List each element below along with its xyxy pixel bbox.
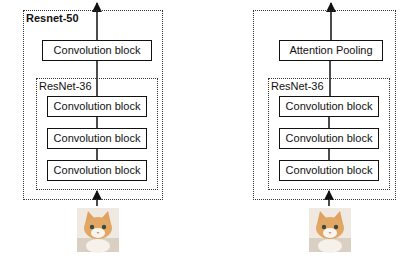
output-arrow	[96, 3, 98, 40]
process-box: Convolution block	[42, 40, 152, 61]
process-box: Convolution block	[47, 96, 147, 117]
block-label: Convolution block	[54, 44, 141, 57]
block-label: Convolution block	[286, 164, 373, 177]
flow-line	[96, 117, 98, 128]
backbone-group: ResNet-36Convolution blockConvolution bl…	[268, 78, 390, 190]
group-label: ResNet-36	[39, 80, 92, 93]
flow-line	[328, 149, 330, 160]
process-box: Convolution block	[279, 96, 379, 117]
block-label: Convolution block	[286, 100, 373, 113]
process-box: Convolution block	[47, 160, 147, 181]
cat-image	[309, 208, 351, 253]
flow-line	[328, 117, 330, 128]
group-label: Resnet-50	[26, 12, 79, 25]
model-group: Resnet-50Convolution blockResNet-36Convo…	[23, 10, 163, 200]
backbone-group: ResNet-36Convolution blockConvolution bl…	[36, 78, 158, 190]
input-arrow	[328, 191, 330, 206]
process-box: Attention Pooling	[279, 40, 383, 61]
model-group: Attention PoolingResNet-36Convolution bl…	[253, 10, 396, 200]
process-box: Convolution block	[279, 128, 379, 149]
process-box: Convolution block	[47, 128, 147, 149]
block-label: Convolution block	[54, 100, 141, 113]
input-arrow	[96, 191, 98, 206]
cat-image	[77, 208, 119, 253]
block-label: Convolution block	[54, 164, 141, 177]
flow-line	[96, 149, 98, 160]
block-label: Attention Pooling	[289, 44, 372, 57]
output-arrow	[330, 3, 332, 40]
block-label: Convolution block	[54, 132, 141, 145]
group-label: ResNet-36	[271, 80, 324, 93]
block-label: Convolution block	[286, 132, 373, 145]
process-box: Convolution block	[279, 160, 379, 181]
